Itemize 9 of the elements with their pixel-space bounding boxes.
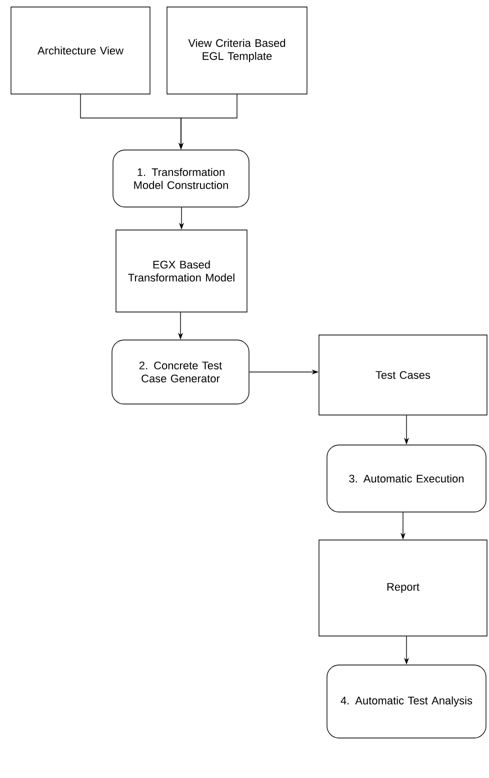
process-box: EGX Based Transformation Model [116, 230, 248, 312]
process-step: 4. Automatic Test Analysis [326, 664, 486, 738]
process-step: 2. Concrete Test Case Generator [112, 340, 250, 404]
process-box: Architecture View [10, 6, 150, 94]
process-box: View Criteria Based EGL Template [166, 6, 308, 94]
process-step: 3. Automatic Execution [326, 444, 486, 512]
process-box: Report [318, 540, 488, 636]
process-box: Test Cases [318, 334, 488, 416]
process-step: 1. Transformation Model Construction [112, 150, 250, 208]
